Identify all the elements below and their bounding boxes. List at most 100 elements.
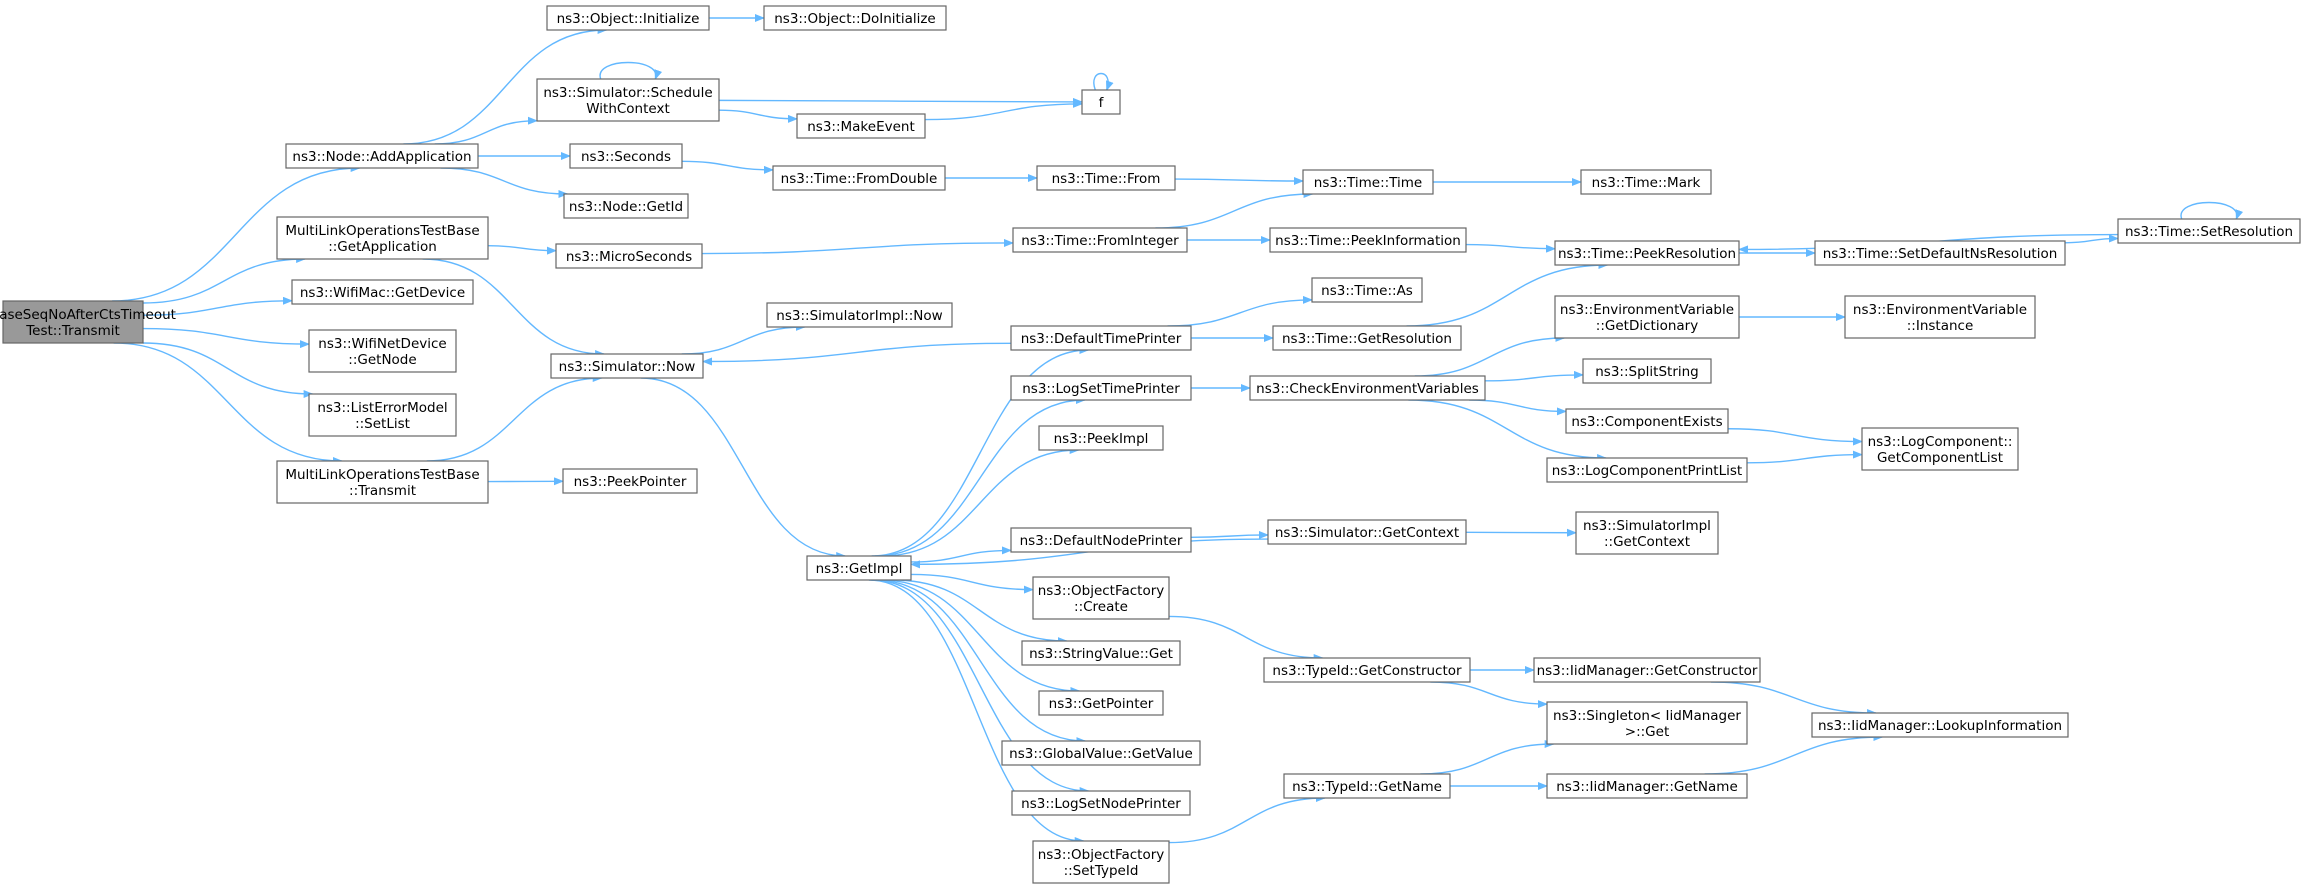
edge-n_fromint-to-n_timetime — [1155, 190, 1314, 229]
node-label: ns3::IidManager::GetName — [1556, 779, 1738, 795]
node-box — [1575, 511, 1719, 555]
node-getimpl[interactable]: ns3::GetImpl — [806, 555, 912, 581]
node-splitstr[interactable]: ns3::SplitString — [1582, 358, 1712, 384]
edge-n_deftimeprinter-to-n_timeas — [1167, 295, 1313, 327]
node-makeevent[interactable]: ns3::MakeEvent — [796, 113, 926, 139]
edge-root-to-n_mlgetapp — [142, 255, 307, 304]
node-logcomplist[interactable]: ns3::LogComponent::GetComponentList — [1861, 427, 2019, 471]
node-label: ns3::MicroSeconds — [566, 249, 692, 265]
node-simgetctx[interactable]: ns3::Simulator::GetContext — [1267, 519, 1467, 545]
node-peekimpl[interactable]: ns3::PeekImpl — [1038, 425, 1164, 451]
node-envdict[interactable]: ns3::EnvironmentVariable::GetDictionary — [1554, 295, 1740, 339]
node-simnow[interactable]: ns3::Simulator::Now — [550, 353, 704, 379]
node-peekinfo[interactable]: ns3::Time::PeekInformation — [1269, 227, 1467, 253]
node-box — [772, 165, 946, 191]
node-label: ns3::Singleton< IidManager — [1553, 708, 1741, 724]
node-typegetctor[interactable]: ns3::TypeId::GetConstructor — [1263, 657, 1471, 683]
node-fromint[interactable]: ns3::Time::FromInteger — [1012, 227, 1188, 253]
node-setdefres[interactable]: ns3::Time::SetDefaultNsResolution — [1814, 240, 2066, 266]
edge-root-to-n_addapp — [112, 164, 361, 302]
node-logsetnode[interactable]: ns3::LogSetNodePrinter — [1011, 790, 1191, 816]
node-objfacttypeid[interactable]: ns3::ObjectFactory::SetTypeId — [1032, 840, 1170, 884]
node-label: ns3::Time::PeekResolution — [1558, 246, 1736, 262]
edge-root-to-n_wifimac — [142, 296, 293, 316]
edge-n_micro-to-n_fromint — [701, 238, 1014, 255]
node-box — [1546, 701, 1748, 745]
node-objdoinit[interactable]: ns3::Object::DoInitialize — [763, 5, 947, 31]
node-objinit[interactable]: ns3::Object::Initialize — [546, 5, 710, 31]
node-label: ns3::StringValue::Get — [1029, 646, 1173, 662]
edge-n_defnodeprinter-to-n_simgetctx — [1190, 530, 1269, 539]
node-globalval[interactable]: ns3::GlobalValue::GetValue — [1001, 740, 1201, 766]
node-box — [308, 393, 457, 437]
node-wifimac[interactable]: ns3::WifiMac::GetDevice — [291, 279, 474, 305]
node-box — [276, 216, 489, 260]
node-iidlookup[interactable]: ns3::IidManager::LookupInformation — [1811, 712, 2069, 738]
edge-n_setdefres-to-n_setres — [2064, 234, 2119, 244]
node-label: ::GetDictionary — [1596, 318, 1698, 334]
node-fromdouble[interactable]: ns3::Time::FromDouble — [772, 165, 946, 191]
node-addapp[interactable]: ns3::Node::AddApplication — [285, 143, 479, 169]
node-label: GetComponentList — [1877, 450, 2003, 466]
node-peekptr[interactable]: ns3::PeekPointer — [562, 468, 698, 494]
node-label: ns3::Time::FromInteger — [1021, 233, 1179, 249]
node-f[interactable]: f — [1081, 89, 1121, 115]
edge-layer — [112, 14, 2244, 845]
node-logsettime[interactable]: ns3::LogSetTimePrinter — [1010, 375, 1192, 401]
node-singleton[interactable]: ns3::Singleton< IidManager >::Get — [1546, 701, 1748, 745]
edge-root-to-n_mltransmit — [113, 342, 343, 465]
node-label: ns3::LogSetNodePrinter — [1021, 796, 1181, 812]
node-getres[interactable]: ns3::Time::GetResolution — [1272, 325, 1462, 351]
node-typegetname[interactable]: ns3::TypeId::GetName — [1283, 773, 1451, 799]
node-compexists[interactable]: ns3::ComponentExists — [1565, 408, 1729, 434]
node-deftimeprinter[interactable]: ns3::DefaultTimePrinter — [1010, 325, 1192, 351]
node-box — [1283, 773, 1451, 799]
node-label: ns3::Object::DoInitialize — [774, 11, 936, 27]
node-label: ns3::Time::From — [1052, 171, 1161, 187]
node-box — [1546, 457, 1748, 483]
node-box — [1032, 576, 1170, 620]
node-getpointer[interactable]: ns3::GetPointer — [1038, 690, 1164, 716]
node-timetime[interactable]: ns3::Time::Time — [1302, 169, 1434, 195]
node-objfactcreate[interactable]: ns3::ObjectFactory::Create — [1032, 576, 1170, 620]
node-seconds[interactable]: ns3::Seconds — [569, 143, 683, 169]
node-box — [1012, 227, 1188, 253]
node-iidgetname[interactable]: ns3::IidManager::GetName — [1546, 773, 1748, 799]
node-timeas[interactable]: ns3::Time::As — [1311, 277, 1423, 303]
node-box — [546, 5, 710, 31]
node-mltransmit[interactable]: MultiLinkOperationsTestBase::Transmit — [276, 460, 489, 504]
edge-n_addapp-to-n_nodegetid — [440, 167, 569, 198]
node-checkenv[interactable]: ns3::CheckEnvironmentVariables — [1249, 375, 1486, 401]
node-nodegetid[interactable]: ns3::Node::GetId — [563, 193, 689, 219]
node-mlgetapp[interactable]: MultiLinkOperationsTestBase::GetApplicat… — [276, 216, 489, 260]
node-defnodeprinter[interactable]: ns3::DefaultNodePrinter — [1010, 527, 1192, 553]
node-box — [308, 329, 457, 373]
node-logcompprint[interactable]: ns3::LogComponentPrintList — [1546, 457, 1748, 483]
edge-n_objfacttypeid-to-n_typegetname — [1168, 794, 1326, 844]
node-peekres[interactable]: ns3::Time::PeekResolution — [1554, 240, 1740, 266]
node-simimplnow[interactable]: ns3::SimulatorImpl::Now — [766, 302, 953, 328]
node-label: ns3::Time::PeekInformation — [1275, 233, 1461, 249]
node-envinst[interactable]: ns3::EnvironmentVariable::Instance — [1844, 295, 2036, 339]
node-label: ns3::EnvironmentVariable — [1853, 302, 2027, 318]
node-label: >::Get — [1625, 724, 1669, 740]
node-micro[interactable]: ns3::MicroSeconds — [555, 243, 703, 269]
node-iidgetctor[interactable]: ns3::IidManager::GetConstructor — [1533, 657, 1761, 683]
node-box — [1565, 408, 1729, 434]
node-wifinet[interactable]: ns3::WifiNetDevice::GetNode — [308, 329, 457, 373]
node-setres[interactable]: ns3::Time::SetResolution — [2117, 218, 2301, 244]
edge-n_getimpl-to-n_defnodeprinter — [910, 546, 1012, 563]
node-label: ::SetTypeId — [1064, 863, 1139, 879]
node-label: ns3::SimulatorImpl — [1583, 518, 1711, 534]
node-timefrom[interactable]: ns3::Time::From — [1036, 165, 1176, 191]
node-label: MultiLinkOperationsTestBase — [285, 467, 479, 483]
node-box — [291, 279, 474, 305]
node-listerr[interactable]: ns3::ListErrorModel::SetList — [308, 393, 457, 437]
node-simimplctx[interactable]: ns3::SimulatorImpl::GetContext — [1575, 511, 1719, 555]
node-timemark[interactable]: ns3::Time::Mark — [1580, 169, 1712, 195]
edge-n_objfactcreate-to-n_typegetctor — [1168, 615, 1324, 662]
node-root[interactable]: ReleaseSeqNoAfterCtsTimeoutTest::Transmi… — [0, 300, 176, 344]
node-strvalget[interactable]: ns3::StringValue::Get — [1021, 640, 1181, 666]
